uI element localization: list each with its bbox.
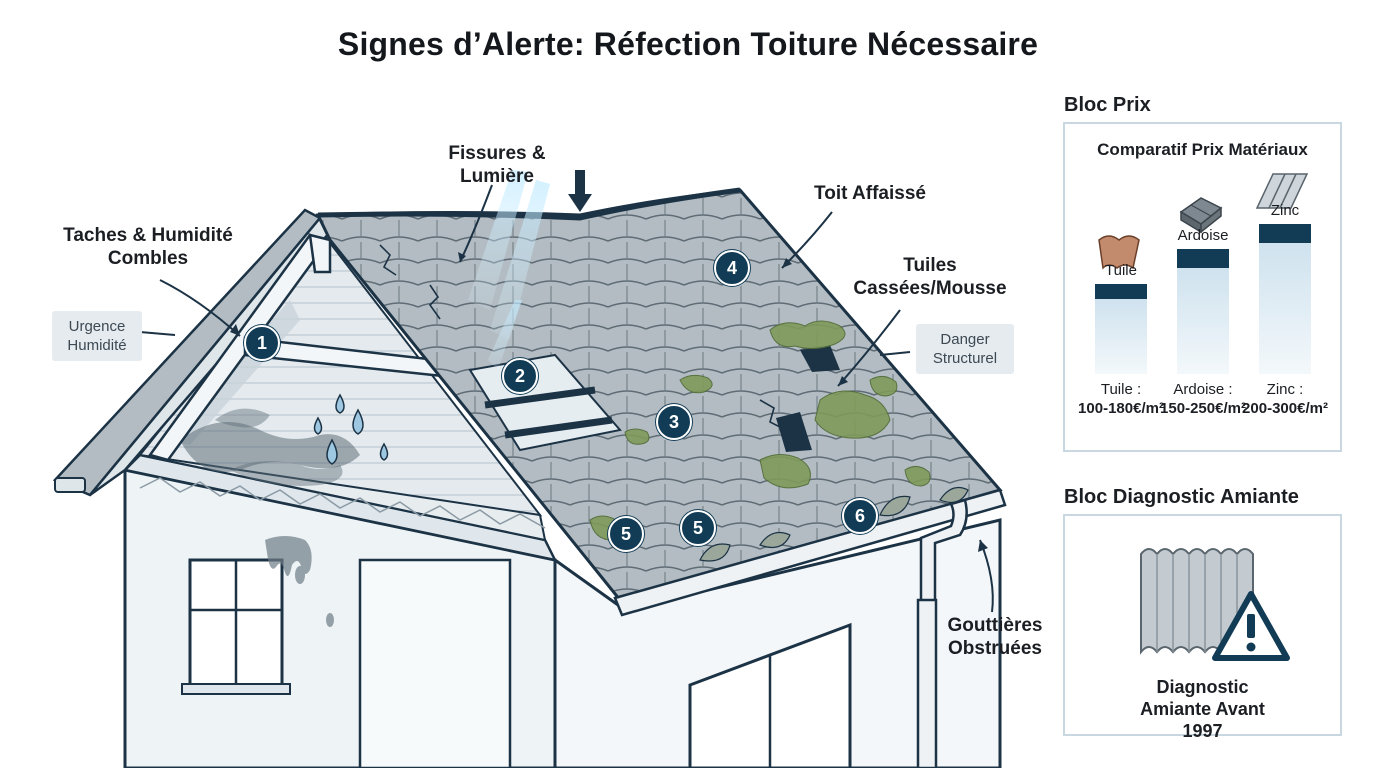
amiante-text: Diagnostic Amiante Avant 1997 [1140,677,1265,741]
price-material-label: Zinc : [1266,381,1304,398]
price-bar-max-segment [1177,249,1229,268]
price-bar-max-segment [1095,284,1147,300]
label-tuiles-cassees-mousse: Tuiles Cassées/Mousse [853,255,1007,299]
badge-5a: 5 [608,516,644,552]
label-gouttieres-obstruees: Gouttières Obstruées [947,615,1043,659]
house-illustration [52,170,1007,768]
water-drops-icon [313,393,389,465]
price-bar-max-segment [1259,224,1311,243]
ardoise-icon [1179,197,1223,234]
badge-5b: 5 [680,510,716,546]
bloc-amiante-heading: Bloc Diagnostic Amiante [1064,486,1299,508]
price-bar-label-ardoise: Ardoise [1177,227,1229,244]
price-bar-tuile [1095,284,1147,374]
window-left [181,558,291,695]
sag-arrow-icon [568,170,592,212]
light-beams [468,170,550,370]
price-bar-zinc [1259,224,1311,374]
price-material-label: Tuile : [1100,381,1142,398]
page-title: Signes d’Alerte: Réfection Toiture Néces… [337,26,1039,62]
price-text-ardoise: Ardoise : 150-250€/m² [1157,380,1249,418]
price-range: 100-180€/m² [1078,400,1164,417]
pointer-heads [230,252,988,552]
pointer-arrows [139,184,994,613]
price-bar-min-segment [1177,268,1229,374]
price-text-tuile: Tuile : 100-180€/m² [1075,380,1167,418]
badge-3: 3 [656,404,692,440]
badge-2: 2 [502,358,538,394]
price-text-zinc: Zinc : 200-300€/m² [1239,380,1331,418]
price-bar-label-zinc: Zinc [1270,202,1300,219]
tag-urgence-humidite: Urgence Humidité [52,311,142,361]
tuile-icon [1098,235,1140,270]
label-taches-humidite: Taches & Humidité Combles [63,225,233,269]
price-range: 150-250€/m² [1160,400,1246,417]
gutter-debris [699,487,969,562]
wall-stains [265,536,334,627]
bloc-prix-heading: Bloc Prix [1064,94,1151,116]
zinc-icon [1255,173,1309,209]
badge-4: 4 [714,250,750,286]
badge-6: 6 [842,498,878,534]
tag-danger-structurel: Danger Structurel [916,324,1014,374]
price-bar-ardoise [1177,249,1229,374]
price-bar-min-segment [1095,299,1147,374]
price-bar-min-segment [1259,243,1311,374]
warning-icon [1212,591,1290,661]
window-right [688,622,852,768]
badge-1: 1 [244,325,280,361]
price-material-label: Ardoise : [1173,381,1233,398]
price-range: 200-300€/m² [1242,400,1328,417]
label-fissures-lumiere: Fissures & Lumière [448,143,546,187]
label-toit-affaisse: Toit Affaissé [814,183,926,204]
amiante-panel: Diagnostic Amiante Avant 1997 [1063,514,1342,741]
price-bar-label-tuile: Tuile [1105,262,1137,279]
price-panel-title: Comparatif Prix Matériaux [1097,140,1308,159]
